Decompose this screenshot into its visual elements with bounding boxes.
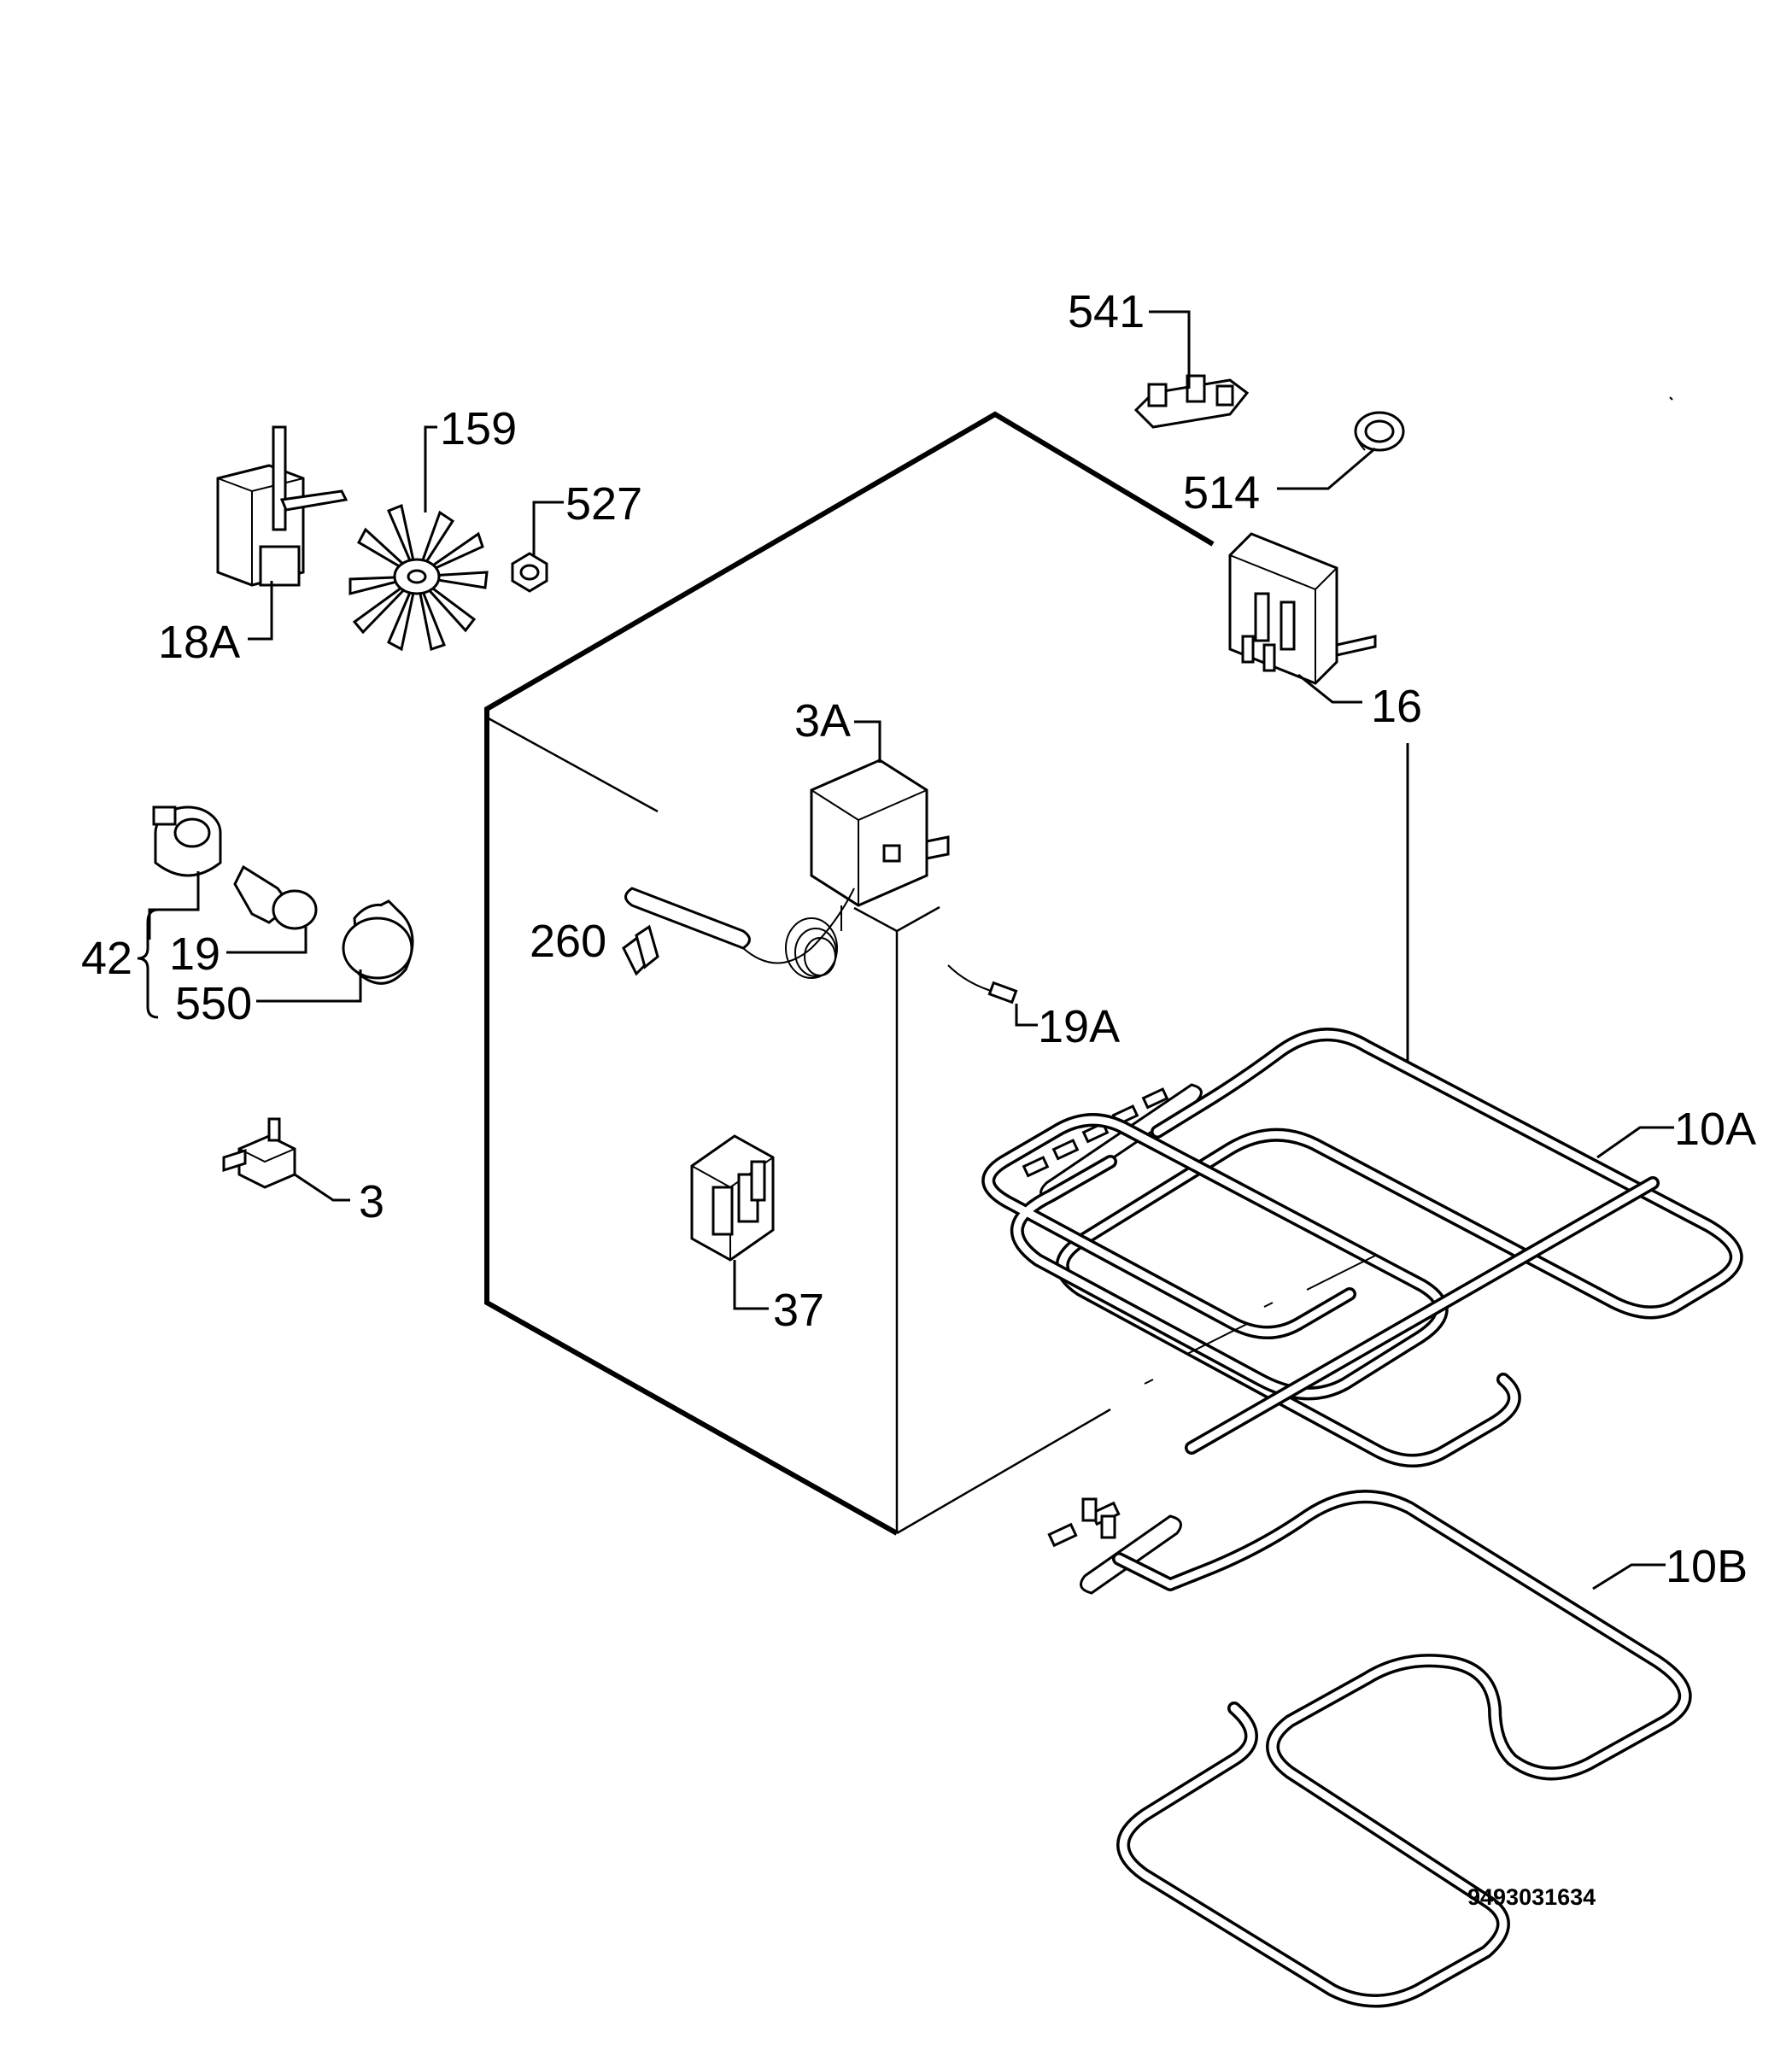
nut-part-527: 527 bbox=[511, 478, 642, 593]
fan-blade-part-159: 159 bbox=[348, 403, 517, 652]
label-3: 3 bbox=[359, 1176, 384, 1227]
grill-element-part-10a: 10A bbox=[981, 1028, 1756, 1467]
label-541: 541 bbox=[1068, 286, 1145, 337]
label-42: 42 bbox=[81, 933, 132, 984]
label-19a: 19A bbox=[1038, 1001, 1120, 1052]
grommet-part-514: 514 bbox=[1183, 411, 1405, 518]
label-260: 260 bbox=[530, 916, 606, 967]
label-3a: 3A bbox=[794, 695, 851, 747]
label-514: 514 bbox=[1183, 467, 1260, 518]
label-37: 37 bbox=[773, 1285, 824, 1336]
label-550: 550 bbox=[175, 978, 252, 1029]
label-18a: 18A bbox=[158, 617, 240, 668]
selector-switch-part-16: 16 bbox=[1228, 532, 1422, 732]
label-19: 19 bbox=[169, 928, 220, 980]
bottom-element-part-10b: 10B bbox=[1047, 1490, 1748, 2008]
lamp-wire-part-19a: 19A bbox=[947, 964, 1120, 1052]
lamp-assembly-part-42: 19 550 42 bbox=[81, 805, 414, 1029]
document-number: 9493031634 bbox=[1467, 1884, 1596, 1910]
fan-motor-part-18a: 18A bbox=[158, 425, 348, 668]
label-10a: 10A bbox=[1674, 1104, 1756, 1155]
oven-cavity-box bbox=[484, 411, 1215, 1536]
label-10b: 10B bbox=[1666, 1541, 1748, 1592]
clip-part-260: 260 bbox=[530, 916, 659, 976]
stray-mark bbox=[1669, 396, 1673, 401]
label-159: 159 bbox=[440, 403, 517, 454]
thermostat-part-3a: 3A bbox=[624, 695, 950, 979]
thermal-fuse-part-3: 3 bbox=[222, 1117, 384, 1227]
terminal-block-part-541: 541 bbox=[1068, 286, 1250, 429]
label-527: 527 bbox=[565, 478, 642, 530]
relay-part-37: 37 bbox=[690, 1134, 824, 1336]
label-16: 16 bbox=[1371, 681, 1422, 732]
